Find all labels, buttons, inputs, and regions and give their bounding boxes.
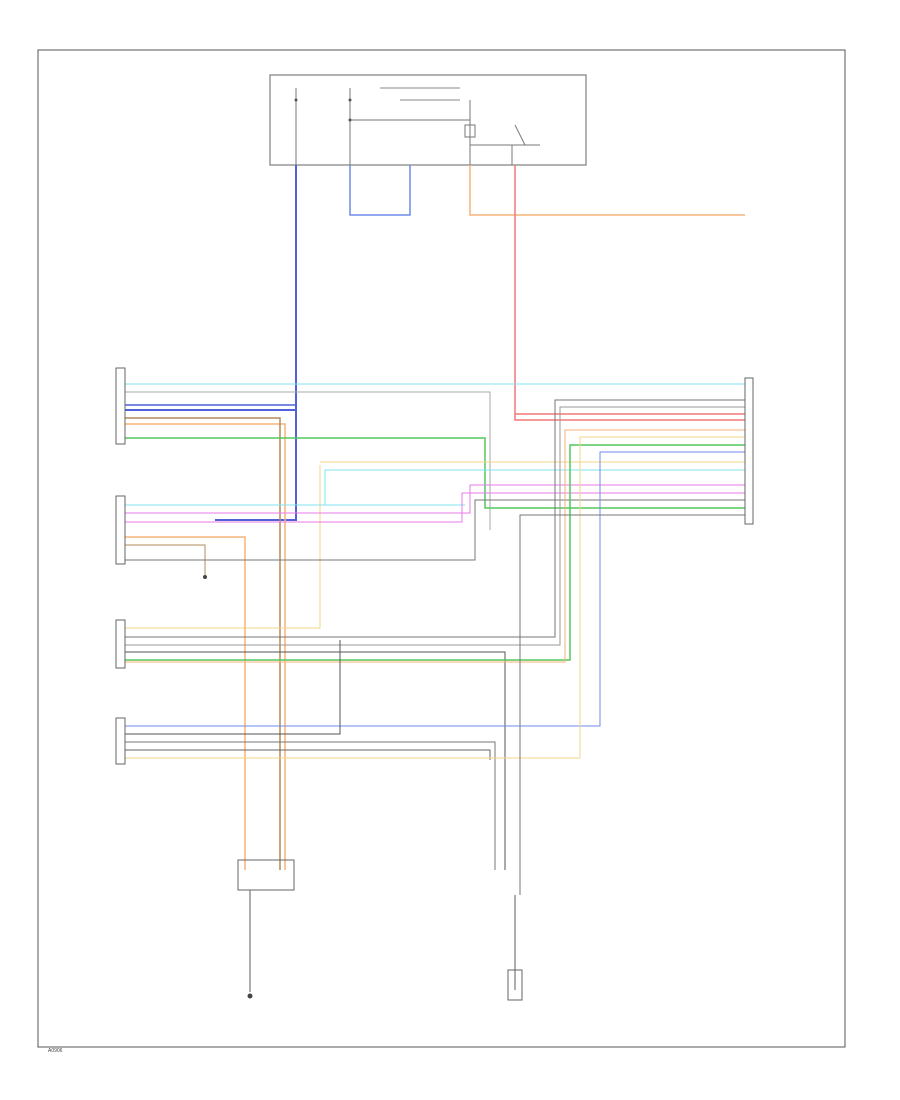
passenger-switch-connector [115,495,126,565]
wire-dark-lower-3 [125,651,506,870]
fuse-2-junction [348,118,352,122]
wire-yellow-lower [125,436,745,759]
fuse-1-node [294,98,298,102]
wire-gray-passenger [125,499,745,561]
wire-green-driver [125,437,745,509]
fuse-2-node [348,98,352,102]
wire-green-lower [125,444,745,661]
splice-connector-left [237,859,295,891]
page-id: A0906 [48,1048,63,1054]
wire-brown-passenger [125,544,206,575]
wire-red-relay [514,165,745,421]
wire-orange-relay [469,165,745,216]
driver-heater-connector [115,619,126,669]
seat-module-connector [744,377,754,525]
wire-magenta-2 [125,492,745,523]
passenger-heater-connector [115,717,126,765]
wire-blue-lower [125,451,745,727]
wire-cyan-passenger-up [324,469,745,505]
relay-switch-arm [514,124,526,146]
fuse-box [269,74,587,166]
ground-right-connector [507,969,523,1001]
module-label-block [333,612,413,638]
wire-gray-lower-1 [125,399,745,638]
wire-yellow-mid [125,465,321,629]
relay-coil [464,124,476,138]
wire-gray-lower-2 [125,406,745,646]
wire-gray-lower-5 [125,741,496,870]
wire-gray-top [125,391,491,530]
wire-magenta-1 [125,484,745,514]
driver-switch-connector [115,367,126,445]
wire-orange-passenger [125,536,246,870]
passenger-ground-icon [203,575,207,579]
wire-blue-feed-main [215,165,297,521]
wire-dark-lower-6 [125,749,491,760]
wire-gray-module-return [519,514,745,895]
ground-left-icon [247,993,253,999]
wire-dark-lower-4 [125,640,341,735]
wire-orange-lower [125,429,745,663]
wire-blue-feed-loop [349,165,411,216]
diagram-frame [37,49,846,1048]
wire-brown-driver [125,417,281,870]
wire-orange-driver [125,423,286,870]
